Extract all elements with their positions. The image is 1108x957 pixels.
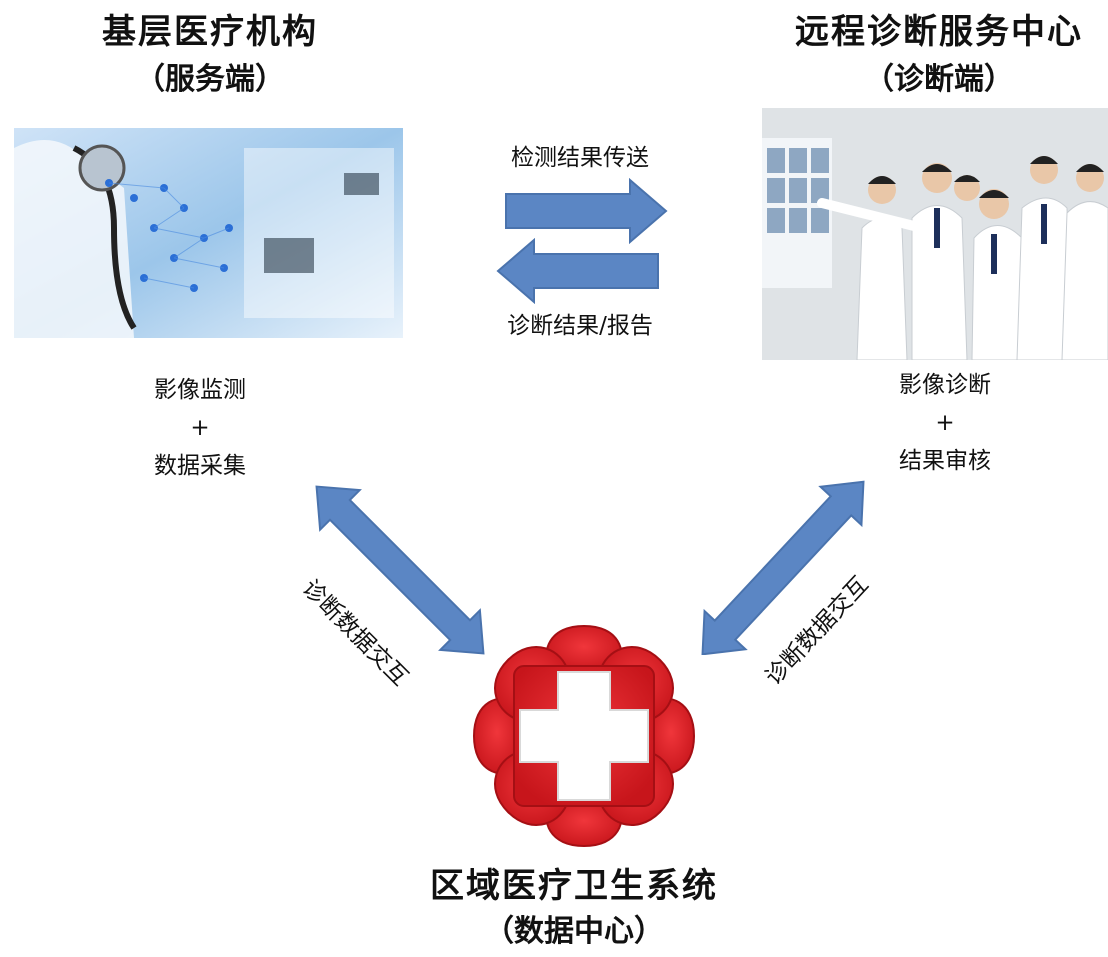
left-function-2: 数据采集 xyxy=(154,453,246,479)
flow-label-detection-results: 检测结果传送 xyxy=(511,145,649,171)
red-cross-medical-logo xyxy=(468,620,700,852)
right-function-2: 结果审核 xyxy=(899,448,991,474)
right-function-plus: + xyxy=(935,410,955,436)
right-node-title: 远程诊断服务中心 xyxy=(795,12,1083,52)
right-double-arrow-icon xyxy=(683,480,883,655)
right-arrow-icon xyxy=(500,178,672,244)
left-node-title: 基层医疗机构 xyxy=(102,12,318,52)
left-arrow-icon xyxy=(492,238,664,304)
right-function-1: 影像诊断 xyxy=(899,372,991,398)
center-node-subtitle: （数据中心） xyxy=(484,914,664,949)
left-node-subtitle: （服务端） xyxy=(135,62,285,97)
center-node-title: 区域医疗卫生系统 xyxy=(430,866,718,906)
right-node-subtitle: （诊断端） xyxy=(864,62,1014,97)
doctor-stethoscope-photo xyxy=(14,128,403,338)
flow-label-diagnosis-report: 诊断结果/报告 xyxy=(507,313,653,339)
left-function-plus: + xyxy=(190,415,210,441)
left-function-1: 影像监测 xyxy=(154,377,246,403)
left-double-arrow-icon xyxy=(300,485,500,655)
doctors-reviewing-xray-photo xyxy=(762,108,1108,360)
